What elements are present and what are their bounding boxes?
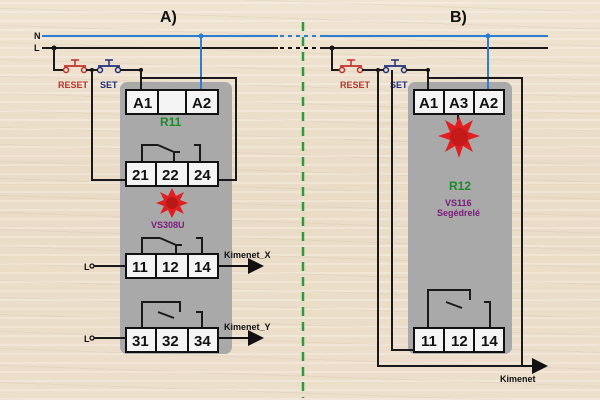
terminal-block-row1-a: 21 22 24 [125, 161, 219, 187]
reset-label: RESET [58, 80, 89, 90]
supply-label-l1: L [84, 262, 90, 272]
section-b-title: B) [450, 9, 467, 26]
terminal-11: 11 [132, 259, 148, 276]
relay-id-r11: R11 [160, 115, 182, 129]
terminal-12-b: 12 [451, 333, 468, 350]
supply-label-l2: L [84, 334, 90, 344]
terminal-a1-b: A1 [419, 95, 438, 112]
terminal-block-row3-a: 31 32 34 [125, 327, 219, 353]
relay-module-r11 [120, 82, 232, 354]
terminal-a3-b: A3 [449, 95, 468, 112]
terminal-block-bottom-b: 11 12 14 [413, 327, 505, 353]
led-indicator-icon [438, 116, 480, 158]
relay-contact-icon [141, 237, 203, 254]
terminal-22: 22 [162, 167, 179, 184]
section-a-title: A) [160, 9, 177, 26]
relay-module-r12 [408, 82, 512, 354]
terminal-14-b: 14 [481, 333, 498, 350]
terminal-32: 32 [162, 333, 179, 350]
terminal-a1: A1 [133, 95, 152, 112]
relay-model-vs116: VS116 [445, 198, 472, 208]
relay-contact-icon [427, 289, 491, 328]
led-indicator-icon [156, 188, 188, 218]
terminal-34: 34 [194, 333, 211, 350]
terminal-14: 14 [194, 259, 211, 276]
relay-contact-icon [141, 144, 201, 162]
terminal-block-top-a: A1 A2 [125, 89, 219, 115]
set-pushbutton-icon[interactable] [96, 59, 122, 74]
terminal-12: 12 [162, 259, 179, 276]
terminal-a2-b: A2 [479, 95, 498, 112]
reset-pushbutton-icon[interactable] [62, 59, 88, 74]
relay-id-r12: R12 [449, 179, 471, 193]
terminal-block-top-b: A1 A3 A2 [413, 89, 505, 115]
output-label-y: Kimenet_Y [224, 322, 271, 332]
set-label: SET [100, 80, 118, 90]
neutral-label: N [34, 31, 41, 41]
relay-description: Segédrelé [437, 208, 480, 218]
set-label-b: SET [390, 80, 408, 90]
terminal-11-b: 11 [421, 333, 437, 350]
relay-model-vs308u: VS308U [151, 220, 185, 230]
set-pushbutton-icon[interactable] [382, 59, 408, 74]
terminal-block-row2-a: 11 12 14 [125, 253, 219, 279]
reset-pushbutton-icon[interactable] [338, 59, 364, 74]
terminal-24: 24 [194, 167, 211, 184]
terminal-a2: A2 [192, 95, 211, 112]
terminal-31: 31 [132, 333, 149, 350]
output-label-x: Kimenet_X [224, 250, 271, 260]
relay-contact-icon [141, 301, 203, 328]
reset-label-b: RESET [340, 80, 371, 90]
output-label-b: Kimenet [500, 374, 536, 384]
terminal-21: 21 [132, 167, 149, 184]
live-label: L [34, 43, 40, 53]
